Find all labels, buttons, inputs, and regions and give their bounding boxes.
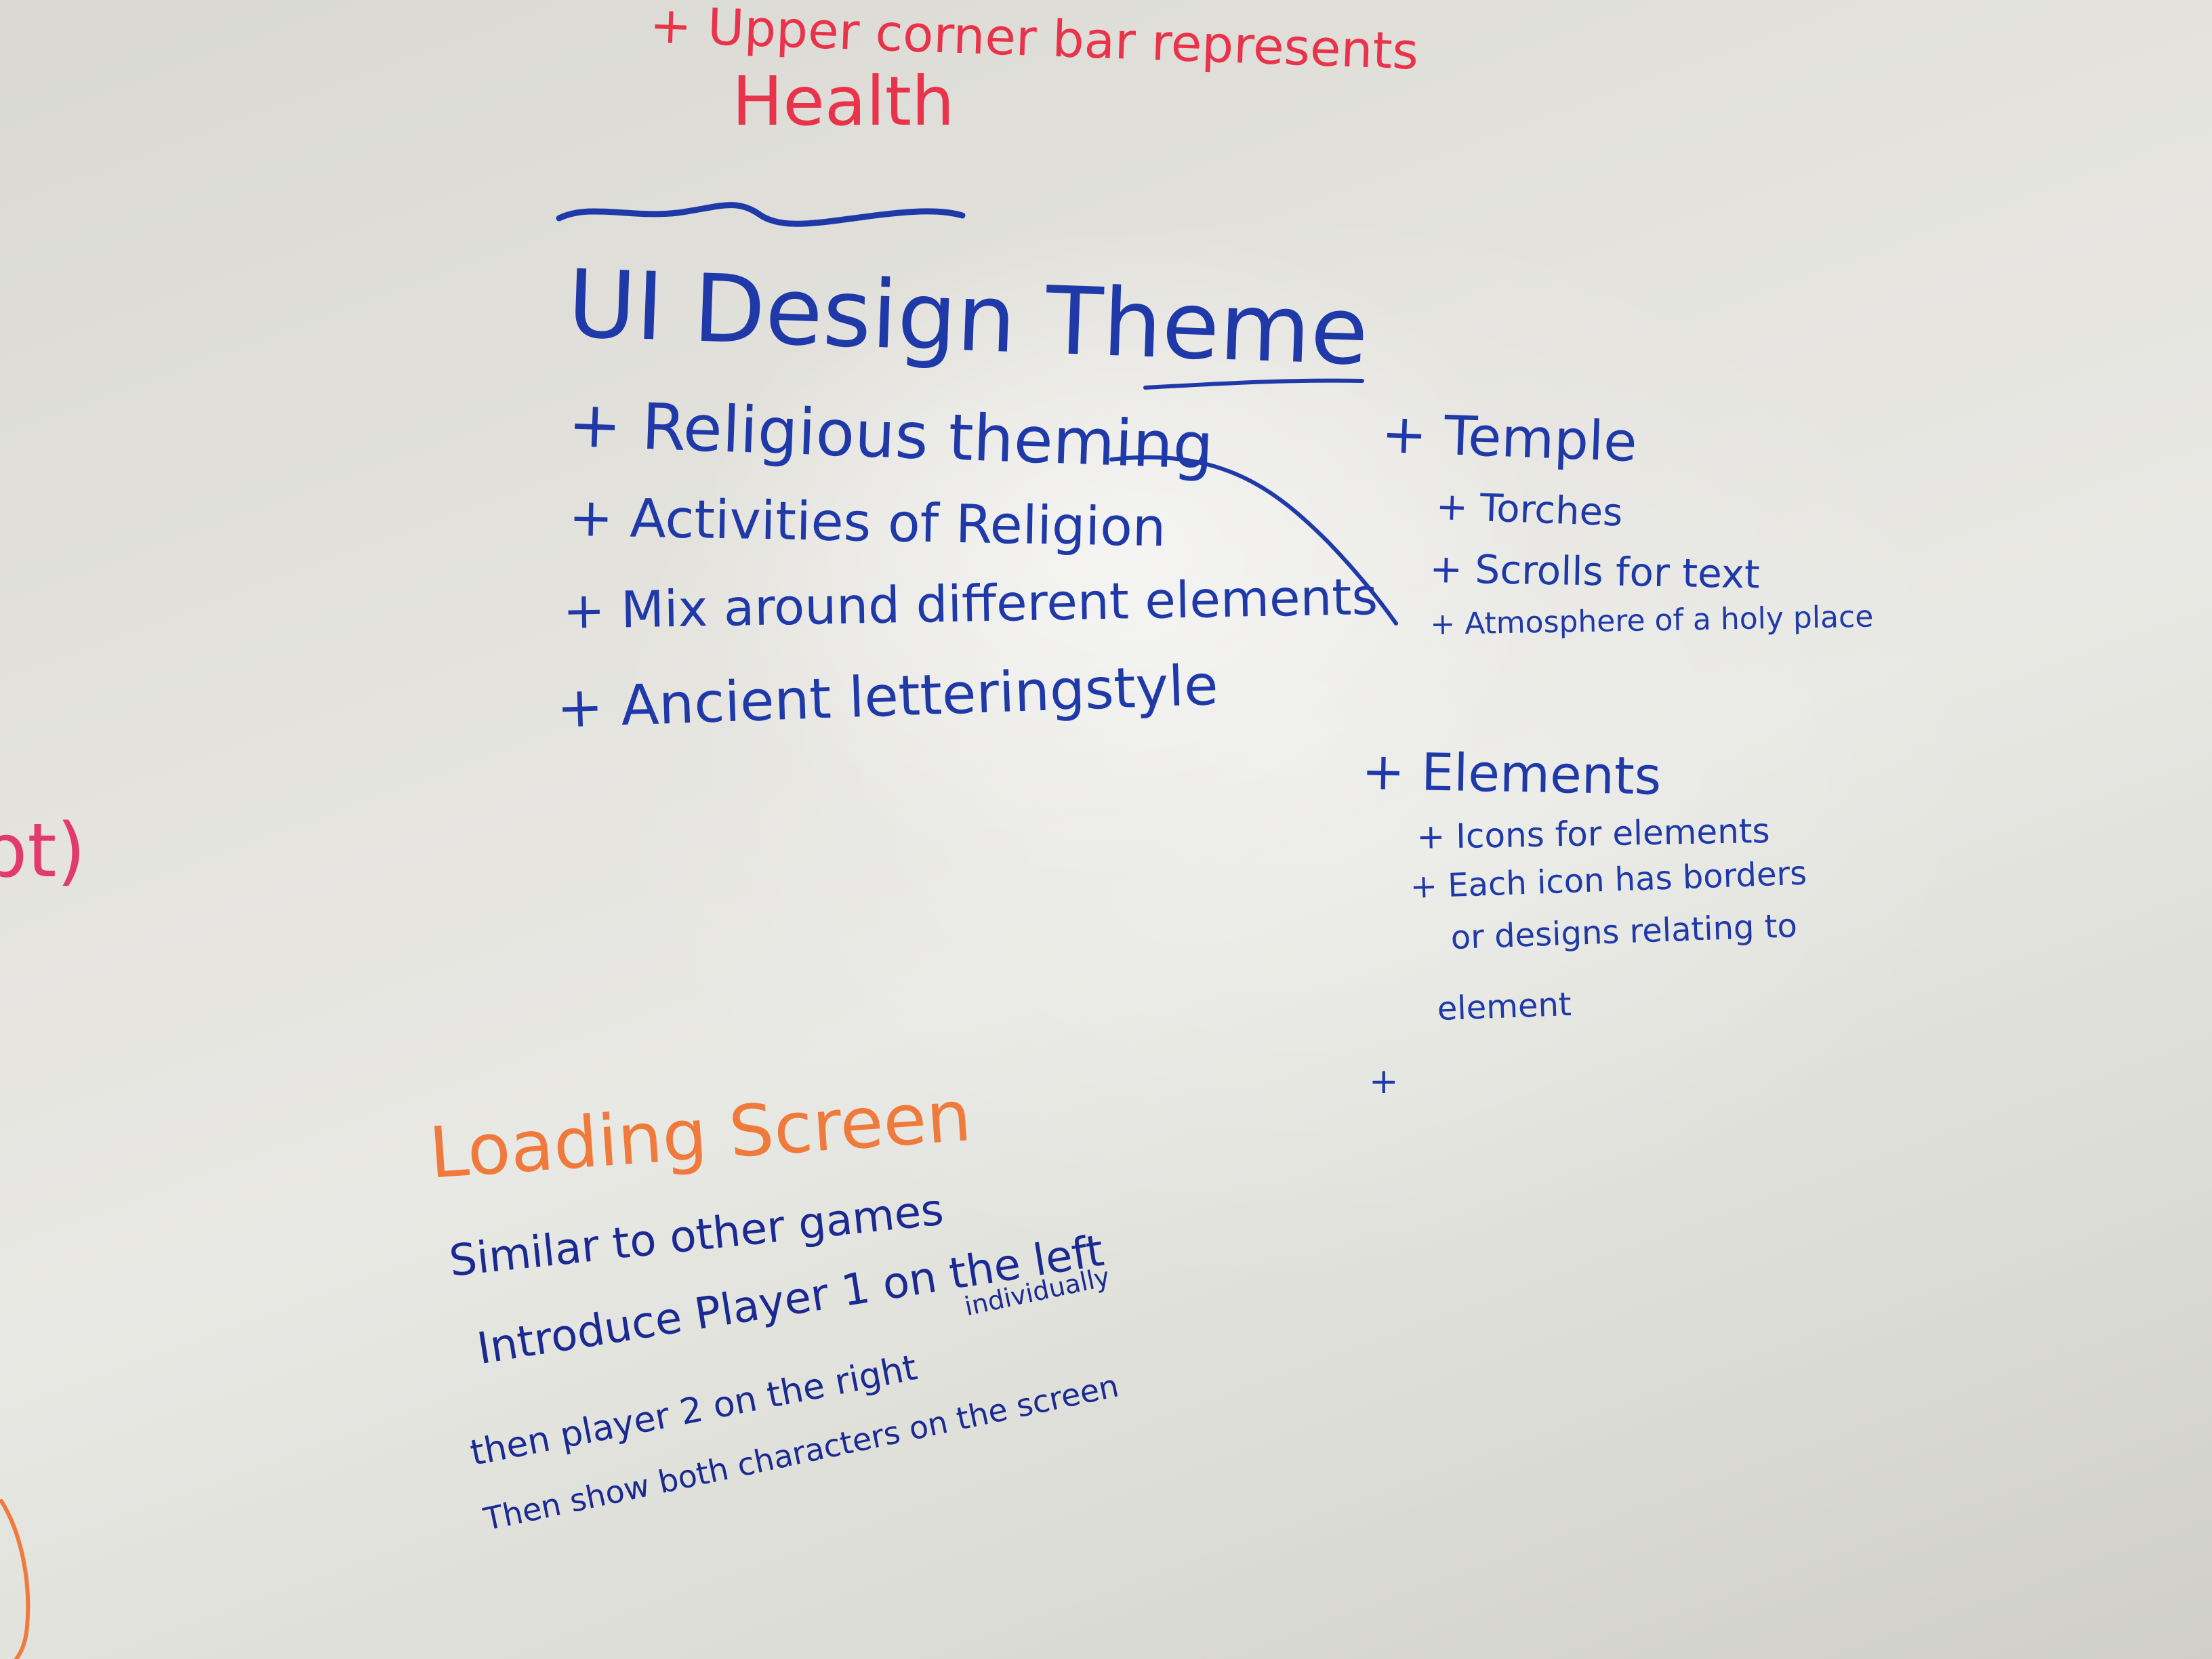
elements-item-icons: + Icons for elements [1416,811,1770,857]
temple-item-atmosphere: + Atmosphere of a holy place [1429,599,1874,642]
elements-heading: + Elements [1361,741,1662,806]
left-edge-orange-arc [0,1499,30,1659]
title-to-temple-connector [1143,378,1364,390]
elements-item-element: element [1436,985,1572,1028]
left-edge-fragment: ipt) [0,807,86,894]
wavy-divider-line [556,202,966,227]
ui-theme-title: UI Design Theme [565,249,1370,387]
religious-theming-connector [1109,455,1398,626]
health-note-line2: Health [732,62,955,141]
ui-theme-item-activities: + Activities of Religion [568,487,1167,559]
temple-item-scrolls: + Scrolls for text [1429,546,1761,598]
elements-item-empty-bullet: + [1369,1061,1399,1102]
temple-heading: + Temple [1380,402,1639,474]
temple-item-torches: + Torches [1435,485,1624,535]
ui-theme-item-mix-elements: + Mix around different elements [562,568,1378,640]
